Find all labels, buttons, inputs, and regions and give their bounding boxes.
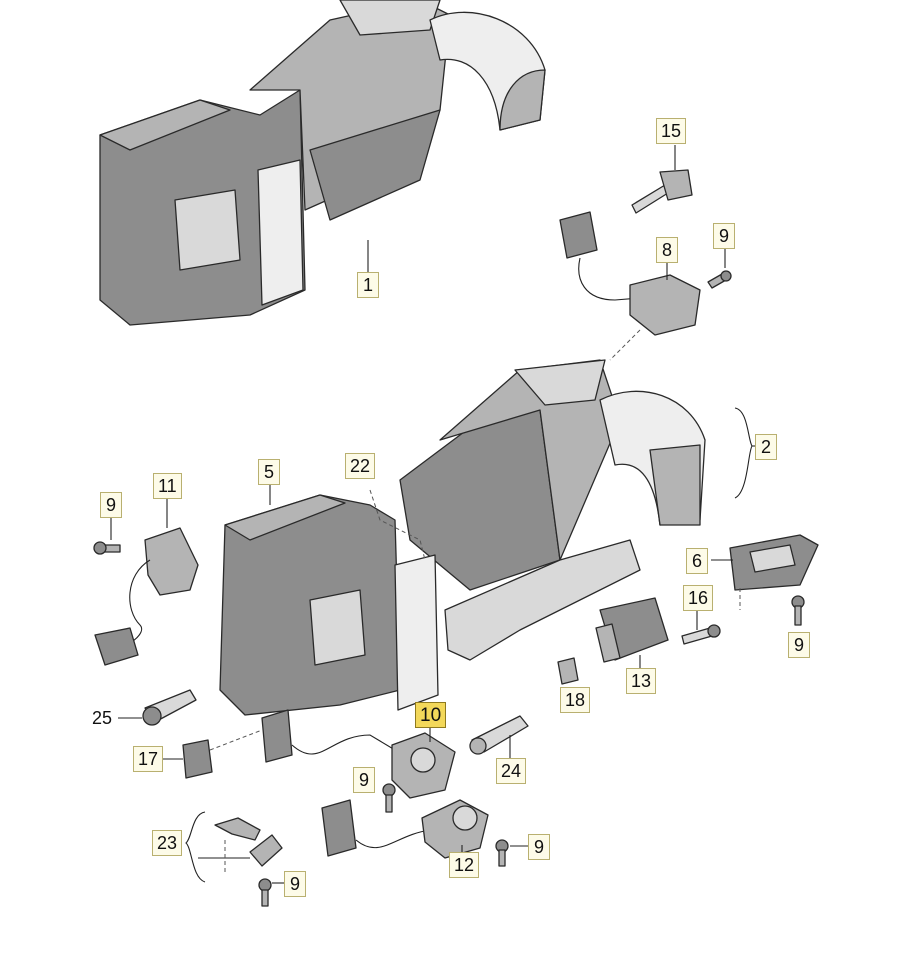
screw-9b: [93, 541, 121, 555]
sensor-15: [631, 169, 693, 214]
callout-9-bottom-right[interactable]: 9: [528, 834, 550, 860]
heater-housing-upper: [99, 0, 546, 326]
connector-17: [182, 739, 213, 779]
callout-10-highlighted[interactable]: 10: [415, 702, 447, 728]
actuator-12: [321, 799, 489, 859]
brace-2: [734, 407, 753, 499]
arm-24: [469, 715, 529, 755]
screw-9a: [707, 270, 732, 289]
resistor-13: [595, 597, 669, 663]
callout-12[interactable]: 12: [449, 852, 480, 878]
screw-9d: [382, 783, 396, 813]
callout-15[interactable]: 15: [656, 118, 687, 144]
callout-22[interactable]: 22: [345, 453, 376, 479]
callout-9-top[interactable]: 9: [713, 223, 735, 249]
callout-9-left[interactable]: 9: [100, 492, 122, 518]
actuator-11: [94, 527, 199, 666]
dash-line: [609, 329, 641, 361]
lever-23: [214, 817, 283, 867]
callout-24[interactable]: 24: [496, 758, 527, 784]
callout-11[interactable]: 11: [153, 473, 182, 499]
screw-9f: [258, 878, 272, 907]
heater-housing-lower: [399, 359, 706, 661]
screw-9e: [495, 839, 509, 867]
callout-5[interactable]: 5: [258, 459, 280, 485]
dash-line: [209, 729, 263, 751]
seal-22: [369, 489, 426, 561]
lever-25: [142, 689, 197, 726]
screw-9c: [791, 595, 805, 626]
screw-16: [681, 624, 721, 645]
callout-13[interactable]: 13: [626, 668, 657, 694]
callout-23[interactable]: 23: [152, 830, 183, 856]
callout-2[interactable]: 2: [755, 434, 777, 460]
callout-18[interactable]: 18: [560, 687, 591, 713]
callout-16[interactable]: 16: [683, 585, 714, 611]
callout-9-bottom-left[interactable]: 9: [284, 871, 306, 897]
callout-6[interactable]: 6: [686, 548, 708, 574]
callout-9-middle[interactable]: 9: [353, 767, 375, 793]
callout-9-right[interactable]: 9: [788, 632, 810, 658]
callout-1[interactable]: 1: [357, 272, 379, 298]
actuator-10: [261, 709, 456, 799]
callout-8[interactable]: 8: [656, 237, 678, 263]
callout-25[interactable]: 25: [92, 708, 113, 728]
panel-6: [729, 534, 819, 591]
brace-23: [185, 811, 206, 883]
actuator-8: [559, 211, 701, 336]
heater-core-block: [219, 494, 439, 716]
callout-17[interactable]: 17: [133, 746, 164, 772]
clip-18: [557, 657, 579, 685]
